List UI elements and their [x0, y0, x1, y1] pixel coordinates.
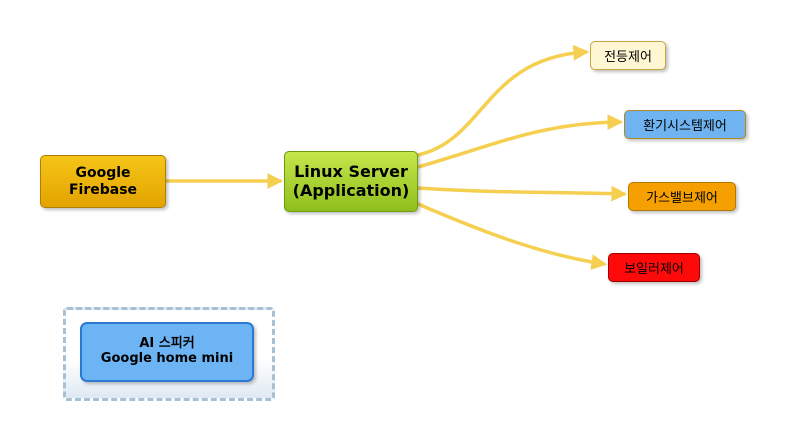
ventilation-control-label: 환기시스템제어	[643, 119, 727, 134]
gas-valve-control-label: 가스밸브제어	[646, 191, 718, 206]
edge-server-gas	[416, 185, 628, 202]
firebase-label-line1: Google	[75, 165, 131, 182]
server-label-line2: (Application)	[292, 180, 410, 200]
edge-server-light	[416, 44, 590, 157]
speaker-label-line1: AI 스피커	[139, 336, 195, 352]
node-boiler-control: 보일러제어	[608, 253, 700, 282]
node-ventilation-control: 환기시스템제어	[624, 110, 746, 139]
node-google-firebase: Google Firebase	[40, 155, 166, 208]
edge-server-boiler	[416, 202, 608, 270]
node-ai-speaker: AI 스피커 Google home mini	[80, 322, 254, 382]
light-control-label: 전등제어	[604, 50, 652, 65]
speaker-label-line2: Google home mini	[100, 351, 234, 366]
node-light-control: 전등제어	[590, 41, 666, 70]
node-linux-server: Linux Server (Application)	[284, 151, 418, 212]
server-label-line1: Linux Server	[294, 162, 408, 182]
edge-server-vent	[416, 114, 624, 169]
boiler-control-label: 보일러제어	[624, 262, 684, 277]
node-gas-valve-control: 가스밸브제어	[628, 182, 736, 211]
firebase-label-line2: Firebase	[68, 181, 138, 198]
